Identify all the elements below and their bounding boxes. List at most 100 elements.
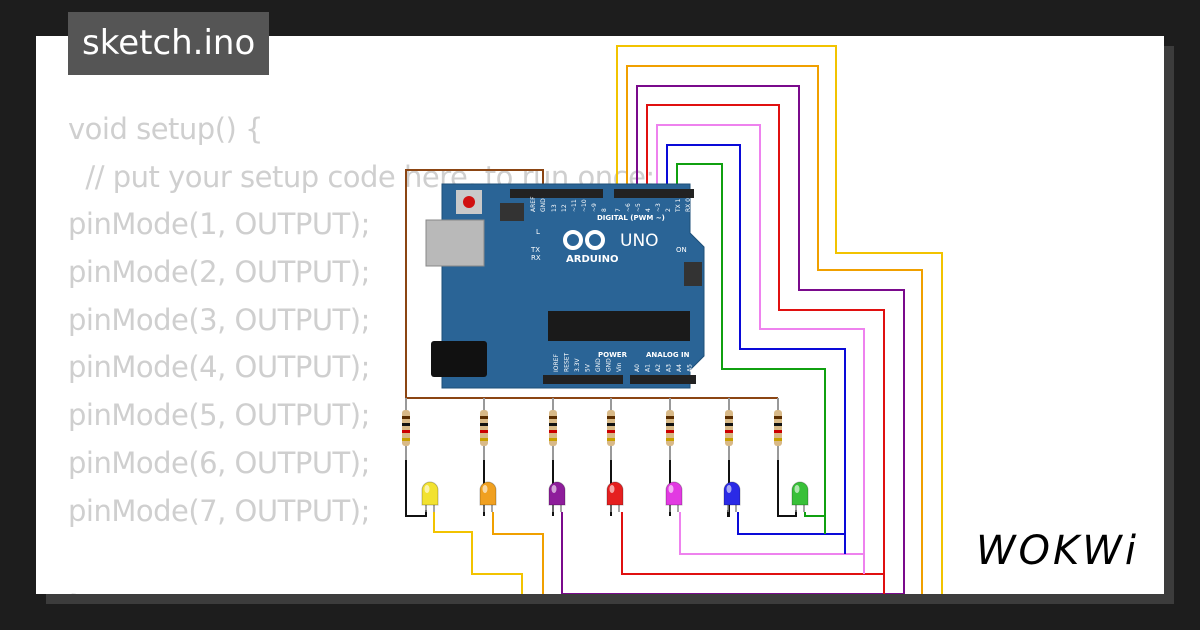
led-anode-wire	[433, 512, 523, 594]
resistor-band	[774, 416, 782, 419]
led	[791, 481, 809, 506]
power-pin-label: GND	[595, 358, 602, 372]
led-highlight	[794, 485, 800, 493]
resistor-band	[480, 416, 488, 419]
analog-pin-label: A4	[676, 364, 683, 372]
signal-wire	[666, 144, 846, 534]
analog-pin-label: A1	[645, 364, 652, 372]
file-tab[interactable]: sketch.ino	[68, 12, 270, 75]
code-line: pinMode(1, OUTPUT);	[68, 207, 370, 242]
led-highlight	[482, 485, 488, 493]
led-anode-wire	[621, 512, 885, 594]
signal-wire	[626, 65, 923, 594]
led	[723, 481, 741, 506]
resistor-band	[480, 423, 488, 426]
resistor-band	[549, 430, 557, 433]
resistor-band	[774, 438, 782, 441]
analog-header	[630, 375, 696, 384]
code-line: pinMode(3, OUTPUT);	[68, 302, 370, 337]
resistor-band	[402, 416, 410, 419]
header-pin-label: ~11	[571, 199, 578, 212]
resistor-band	[666, 423, 674, 426]
resistor-band	[607, 430, 615, 433]
led-anode-wire	[804, 512, 826, 534]
resistor-band	[549, 438, 557, 441]
resistor-band	[725, 423, 733, 426]
power-pin-label: RESET	[564, 352, 571, 372]
resistor-band	[480, 438, 488, 441]
led	[421, 481, 439, 506]
usb-port	[425, 219, 485, 267]
resistor-band	[607, 416, 615, 419]
code-line: pinMode(5, OUTPUT);	[68, 398, 370, 433]
resistor-band	[666, 416, 674, 419]
arduino-logo	[563, 230, 605, 250]
header-pin-label: 12	[561, 204, 568, 212]
led-highlight	[424, 485, 430, 493]
led-anode-wire	[737, 512, 846, 554]
gnd-wire	[405, 169, 778, 399]
code-line: void setup() {	[68, 112, 263, 146]
resistor-band	[402, 430, 410, 433]
power-pin-label: Vin	[616, 362, 623, 372]
resistor-band	[402, 438, 410, 441]
wokwi-logo: WOKWi	[976, 528, 1139, 574]
led	[606, 481, 624, 506]
resistor-band	[774, 430, 782, 433]
led-anode-wire	[561, 512, 904, 594]
header-pin-label: AREF	[530, 196, 537, 212]
power-label: POWER	[598, 351, 628, 359]
header-pin-label: 7	[615, 208, 622, 212]
header-pin-label: ~9	[591, 203, 598, 212]
led-highlight	[609, 485, 615, 493]
code-line: pinMode(6, OUTPUT);	[68, 445, 370, 480]
signal-wire	[636, 85, 905, 594]
header-pin-label: RX 0	[685, 198, 692, 212]
signal-wire	[616, 45, 943, 594]
signal-wire	[656, 124, 865, 554]
header-pin-label: ~5	[635, 203, 642, 212]
led	[548, 481, 566, 506]
analog-label: ANALOG IN	[646, 351, 690, 359]
power-header	[543, 375, 623, 384]
editor-card: void setup() { // put your setup code he…	[36, 36, 1164, 594]
analog-pin-label: A3	[666, 364, 673, 372]
signal-wire	[646, 104, 885, 574]
led	[665, 481, 683, 506]
power-pin-label: 5V	[585, 363, 592, 372]
code-line: // put your setup code here, to run once…	[68, 159, 655, 194]
header-pin-label: ~10	[581, 199, 588, 212]
arduino-uno-board[interactable]: ARDUINO UNO DIGITAL (PWM ~) POWER ANALOG…	[425, 183, 705, 389]
atmega-chip	[548, 311, 690, 341]
led-components	[402, 398, 809, 517]
header-pin-label: 2	[665, 208, 672, 212]
resistor-band	[725, 416, 733, 419]
code-line: }	[68, 583, 655, 594]
digital-header	[510, 189, 603, 198]
power-pin-label: GND	[606, 358, 613, 372]
header-pin-label: GND	[540, 198, 547, 212]
power-jack	[431, 341, 487, 377]
cathode-wire	[777, 460, 797, 517]
code-line: pinMode(7, OUTPUT);	[68, 493, 370, 528]
digital-label: DIGITAL (PWM ~)	[597, 214, 665, 222]
resistor-band	[666, 438, 674, 441]
on-label: ON	[676, 246, 687, 254]
led	[479, 481, 497, 506]
header-pin-label: ~6	[625, 203, 632, 212]
l-label: L	[536, 228, 540, 236]
resistor-band	[607, 423, 615, 426]
analog-pin-label: A5	[687, 364, 694, 372]
power-pin-label: 3.3V	[574, 357, 581, 372]
resistor-band	[549, 416, 557, 419]
code-editor[interactable]: void setup() { // put your setup code he…	[68, 106, 655, 594]
analog-pin-label: A0	[634, 364, 641, 372]
rx-label: RX	[531, 254, 541, 262]
header-pin-label: 13	[551, 204, 558, 212]
model-label: UNO	[620, 231, 659, 251]
header-pin-label: TX 1	[675, 198, 682, 213]
code-line: pinMode(2, OUTPUT);	[68, 255, 370, 290]
